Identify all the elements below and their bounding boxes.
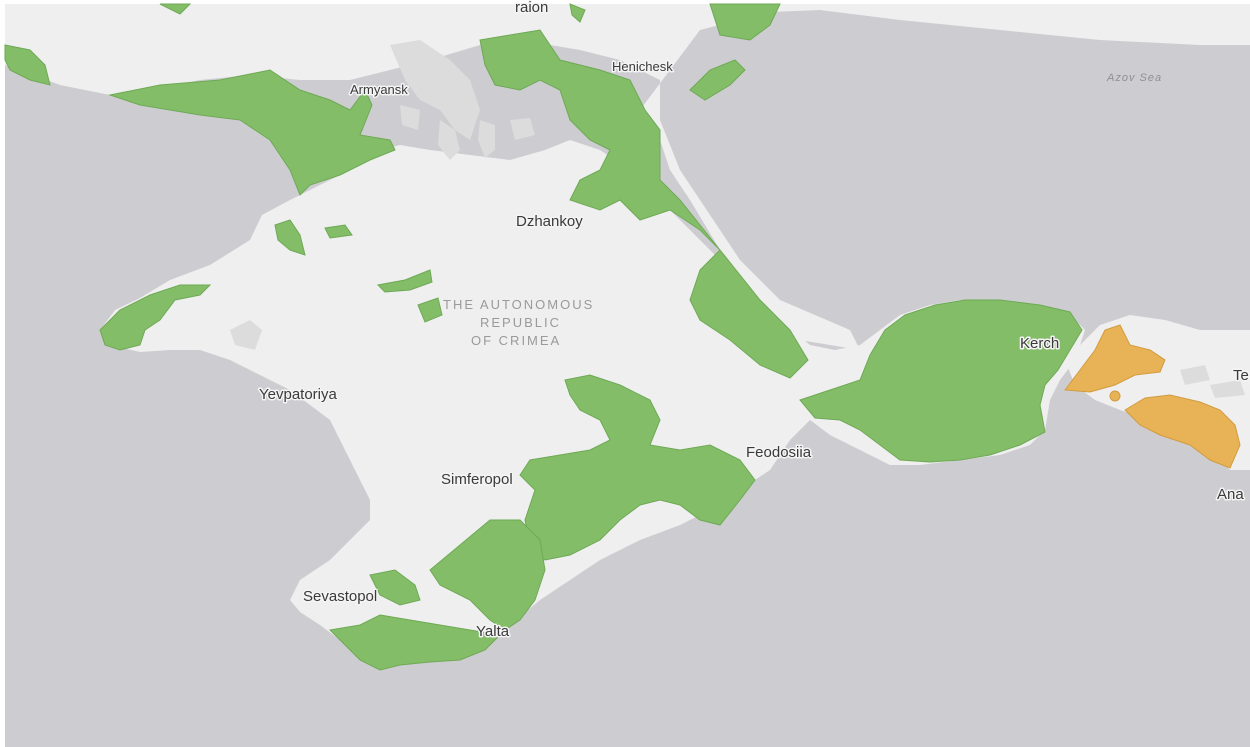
green-areas	[4, 3, 1083, 671]
green-area-small4	[417, 297, 443, 323]
label-azov-sea: Azov Sea	[1106, 72, 1162, 84]
mainland-north	[5, 4, 1250, 350]
labels: raion Henichesk Armyansk Azov Sea Dzhank…	[258, 0, 1250, 642]
map-frame-left	[0, 0, 5, 747]
green-area-central-south	[519, 374, 756, 561]
green-area-nw-coast	[108, 69, 396, 196]
green-area-top-small	[159, 3, 192, 15]
label-kerch: Kerch	[1020, 335, 1059, 352]
green-area-kerch	[799, 299, 1083, 463]
green-area-top-small2	[569, 3, 586, 23]
green-area-yalta	[429, 519, 546, 631]
orange-area-south	[1124, 394, 1241, 469]
label-armyansk: Armyansk	[350, 82, 408, 97]
label-sevastopol: Sevastopol	[303, 588, 377, 605]
orange-areas	[1064, 324, 1241, 469]
green-area-west	[99, 284, 212, 351]
orange-area-north	[1064, 324, 1166, 393]
green-area-sevastopol	[369, 569, 421, 606]
label-feodosiia: Feodosiia	[746, 444, 812, 461]
orange-area-dot	[1109, 390, 1121, 402]
label-yalta: Yalta	[476, 623, 510, 640]
green-area-small3	[376, 269, 433, 293]
label-ana: Ana	[1217, 486, 1244, 503]
green-area-ne-strip	[689, 59, 746, 101]
green-area-far-nw	[4, 44, 51, 86]
label-henichesk: Henichesk	[612, 59, 673, 74]
label-te: Te	[1233, 367, 1249, 384]
label-simferopol: Simferopol	[441, 471, 513, 488]
label-region-line3: OF CRIMEA	[471, 333, 561, 348]
map-frame-top	[0, 0, 1250, 4]
green-area-south-coast	[328, 614, 502, 671]
green-area-small1	[274, 219, 306, 256]
land-detail	[230, 40, 1245, 398]
green-area-small2	[324, 224, 353, 239]
label-raion: raion	[515, 0, 548, 16]
label-dzhankoy: Dzhankoy	[516, 213, 583, 230]
green-area-henichesk	[479, 29, 809, 379]
label-region-line2: REPUBLIC	[480, 315, 561, 330]
label-yevpatoriya: Yevpatoriya	[259, 386, 337, 403]
green-area-top-right	[709, 3, 781, 41]
label-region-line1: THE AUTONOMOUS	[443, 297, 594, 312]
